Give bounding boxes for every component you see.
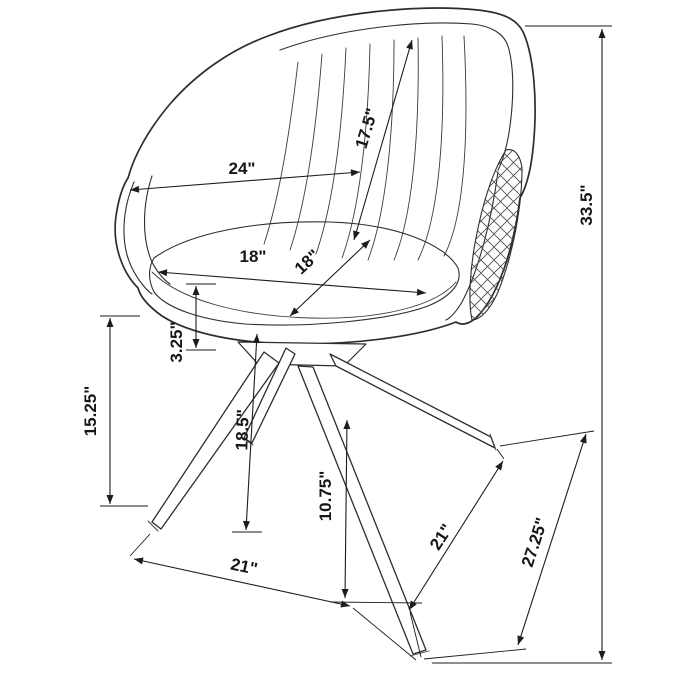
dim-label-seat-depth: 18" [291,246,324,278]
side-mesh-panel [469,149,523,321]
dim-label-seat-width: 18" [240,247,267,266]
dim-label-base-width: 21" [229,555,259,579]
dimension-arm-height: 15.25" [81,315,148,507]
dim-label-seat-thickness: 3.25" [167,321,186,362]
left-arm-second-curve [143,175,171,285]
dim-label-base-diagonal: 27.25" [518,515,552,569]
inner-back-shell [279,22,514,171]
left-arm-inner-curve [123,181,153,295]
dim-label-leg-height: 10.75" [316,471,335,522]
chair-outline [114,7,536,345]
dim-label-overall-height: 33.5" [577,184,596,225]
dim-label-back-height: 17.5" [352,106,382,151]
dim-label-arm-height: 15.25" [81,386,100,437]
dimension-base-depth: 21" [408,448,505,658]
dimension-back-width: 24" [129,159,361,193]
leg-front-foot [409,650,430,657]
dim-label-seat-to-floor: 18.5" [232,409,252,451]
dimension-seat-depth: 18" [289,239,371,317]
seat-cushion [148,221,460,326]
leg-left-foot [147,520,159,532]
leg-left [151,351,280,530]
dim-label-base-depth: 21" [426,521,457,554]
leg-right [329,353,496,449]
dimension-seat-thickness: 3.25" [167,283,216,363]
dim-label-back-width: 24" [229,159,256,178]
leg-right-foot [489,433,497,451]
dimension-overall-height: 33.5" [432,25,612,664]
dimension-seat-width: 18" [157,247,427,296]
dimension-seat-to-floor: 18.5" [232,333,262,533]
leg-front [297,365,427,655]
